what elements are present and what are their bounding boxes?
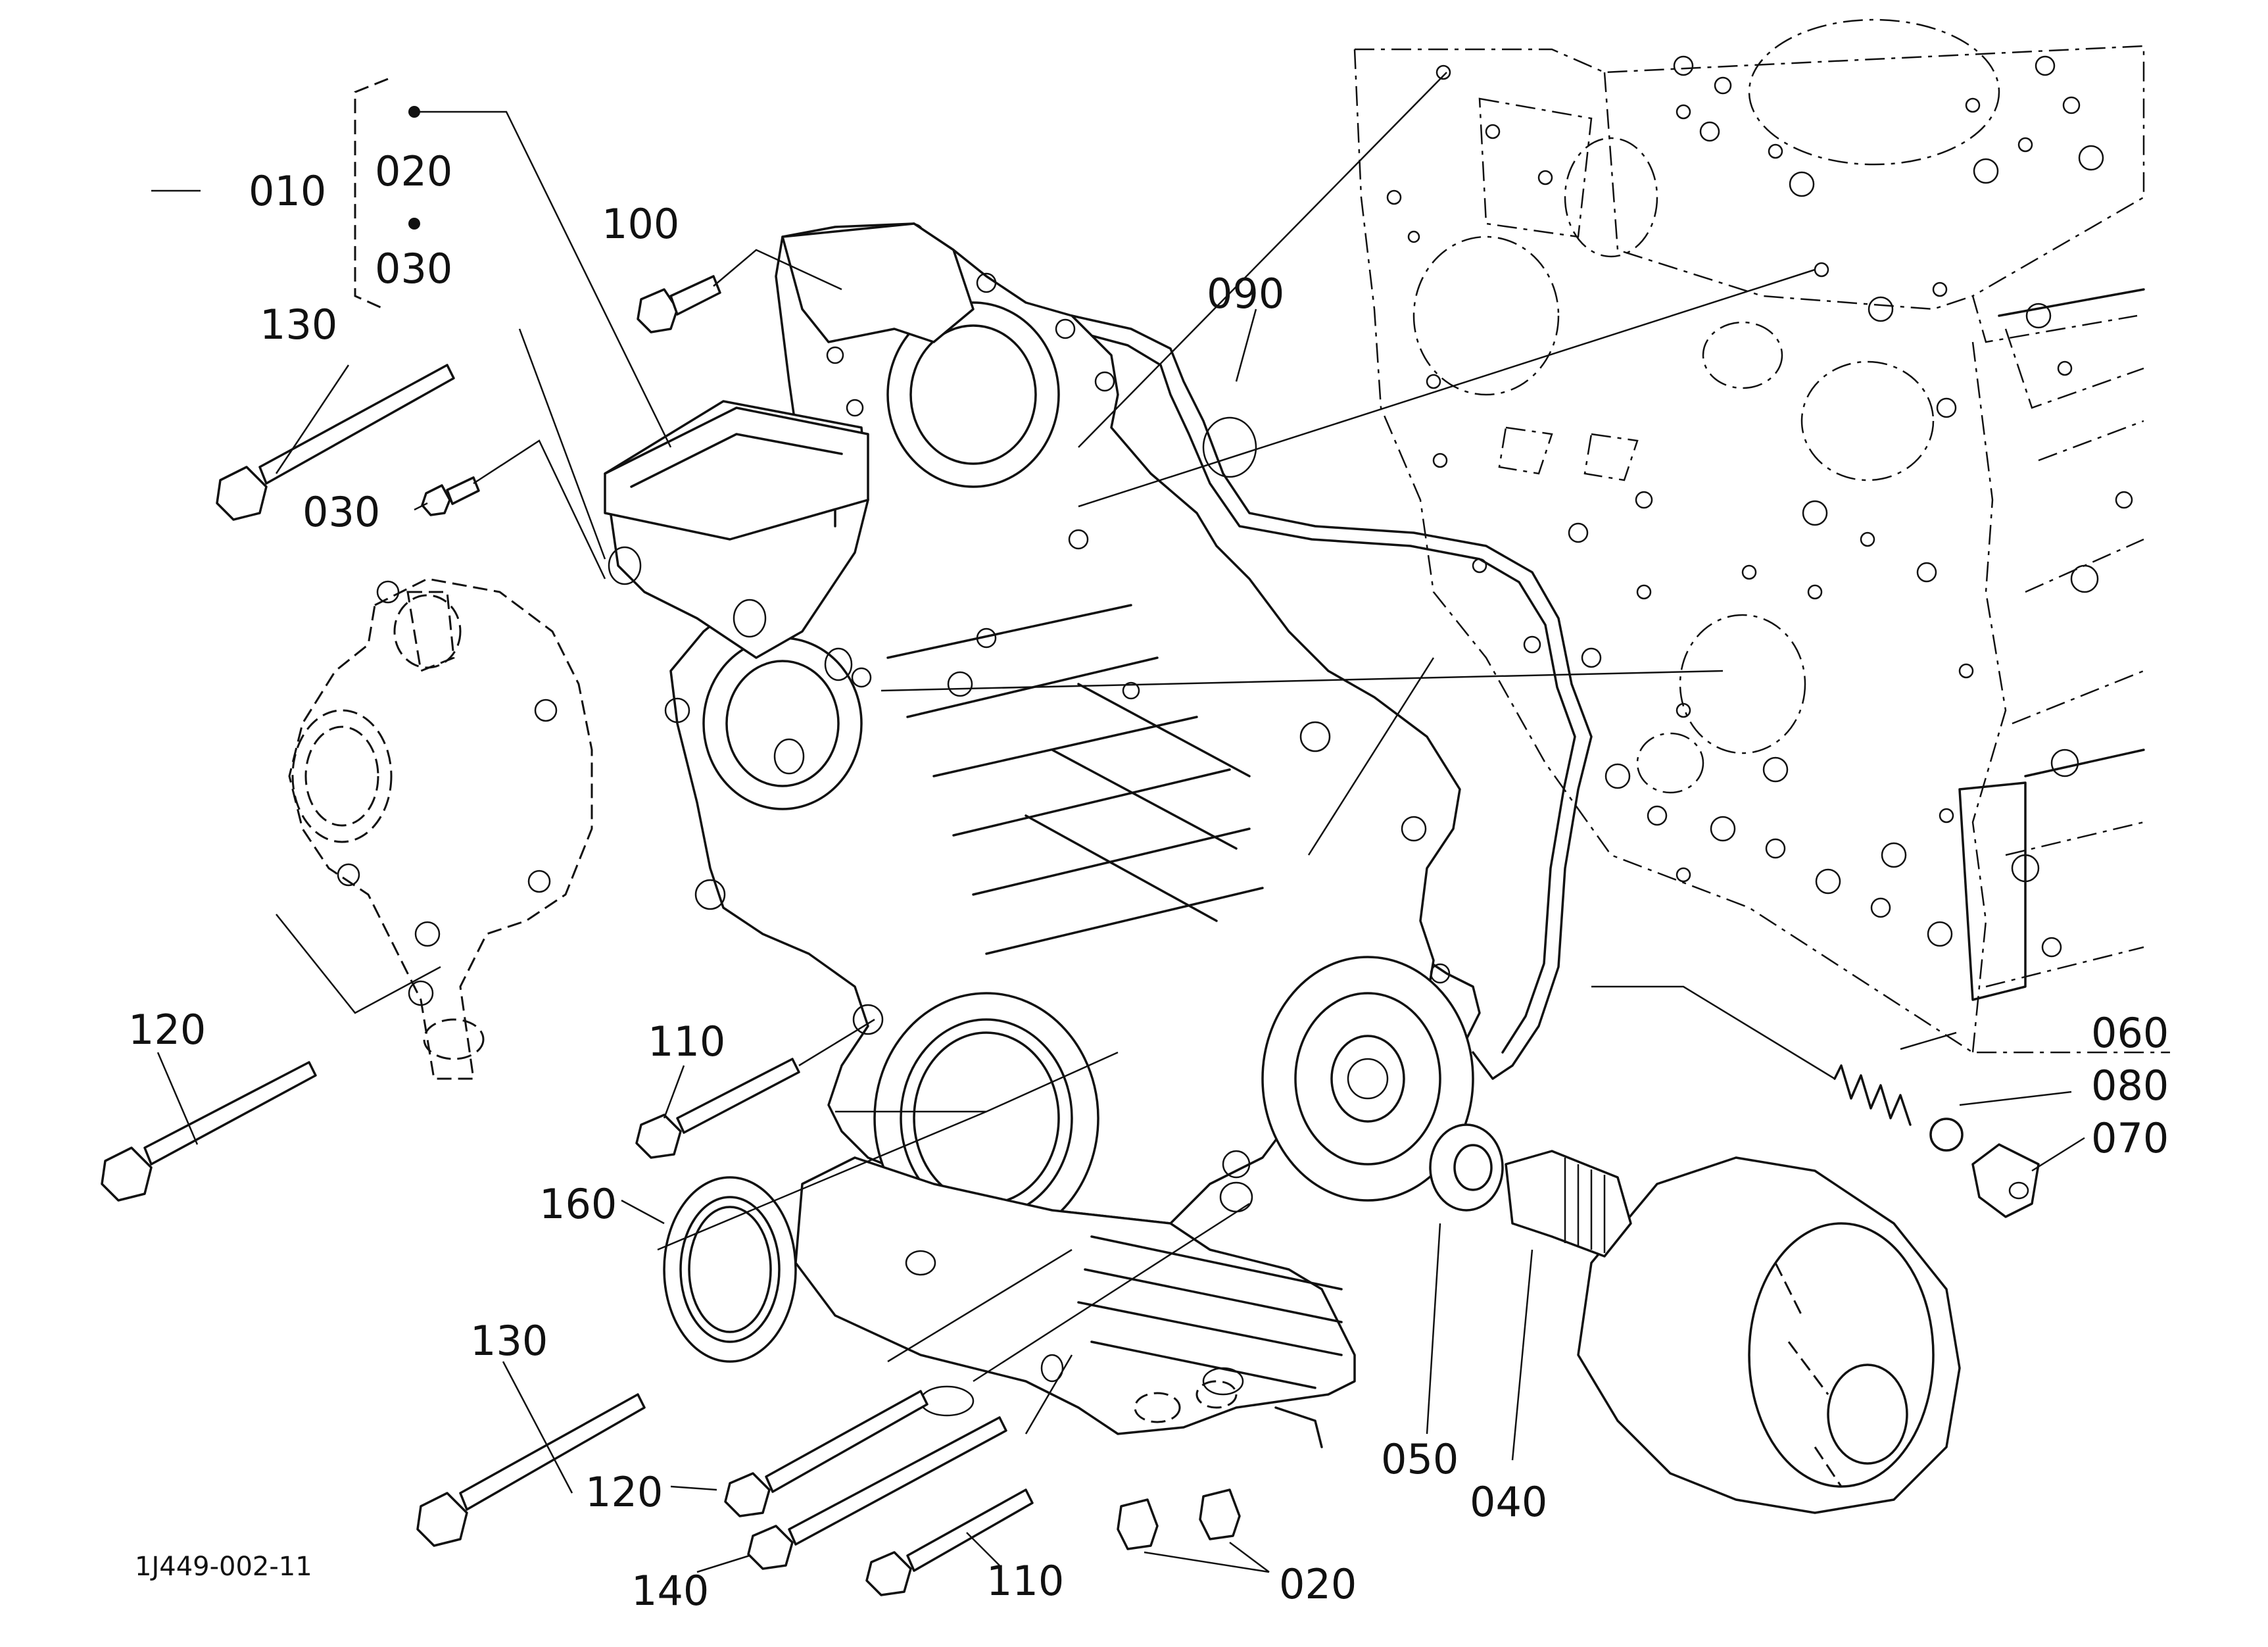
callout-030-top: 030 <box>375 245 452 293</box>
bolt-030 <box>421 476 480 516</box>
callout-020-bottom: 020 <box>1279 1560 1357 1608</box>
callout-030: 030 <box>302 488 380 536</box>
callout-140: 140 <box>631 1567 709 1615</box>
ball-080 <box>1929 1118 1964 1152</box>
leader-lines <box>151 72 2085 1573</box>
callout-100: 100 <box>602 200 679 248</box>
engine-block <box>1353 18 2170 1054</box>
plug-070 <box>1971 1143 2040 1218</box>
callout-labels: 010 020 030 100 130 030 090 120 110 160 … <box>128 147 2169 1615</box>
callout-050: 050 <box>1381 1435 1459 1483</box>
callout-020-top: 020 <box>375 147 452 195</box>
bolt-100 <box>637 275 721 333</box>
spring-060 <box>1833 1064 1912 1126</box>
callout-120-bottom: 120 <box>585 1468 663 1516</box>
oil-seal-160 <box>663 1176 797 1363</box>
nipple-040 <box>1505 1150 1632 1258</box>
long-bolts <box>101 364 1034 1596</box>
callout-dot-020 <box>408 106 420 118</box>
callout-160: 160 <box>539 1180 617 1228</box>
callout-040: 040 <box>1470 1478 1547 1526</box>
washer-050 <box>1429 1123 1504 1212</box>
water-pump <box>288 578 593 1080</box>
callout-130-top: 130 <box>260 301 337 349</box>
thermostat-cover <box>604 406 869 541</box>
callout-070: 070 <box>2091 1114 2169 1162</box>
drawing-number: 1J449-002-11 <box>135 1552 312 1582</box>
callout-080: 080 <box>2091 1062 2169 1110</box>
callout-110-mid: 110 <box>648 1018 725 1066</box>
callout-110-bottom: 110 <box>986 1557 1064 1605</box>
callout-130-bottom: 130 <box>470 1317 548 1365</box>
callout-010: 010 <box>249 167 326 215</box>
callout-dot-030 <box>408 218 420 230</box>
callout-060: 060 <box>2091 1009 2169 1057</box>
callout-090: 090 <box>1207 270 1284 318</box>
callout-120-top: 120 <box>128 1006 206 1054</box>
plug-020 <box>1117 1488 1241 1550</box>
oil-filter <box>1577 1156 1961 1514</box>
